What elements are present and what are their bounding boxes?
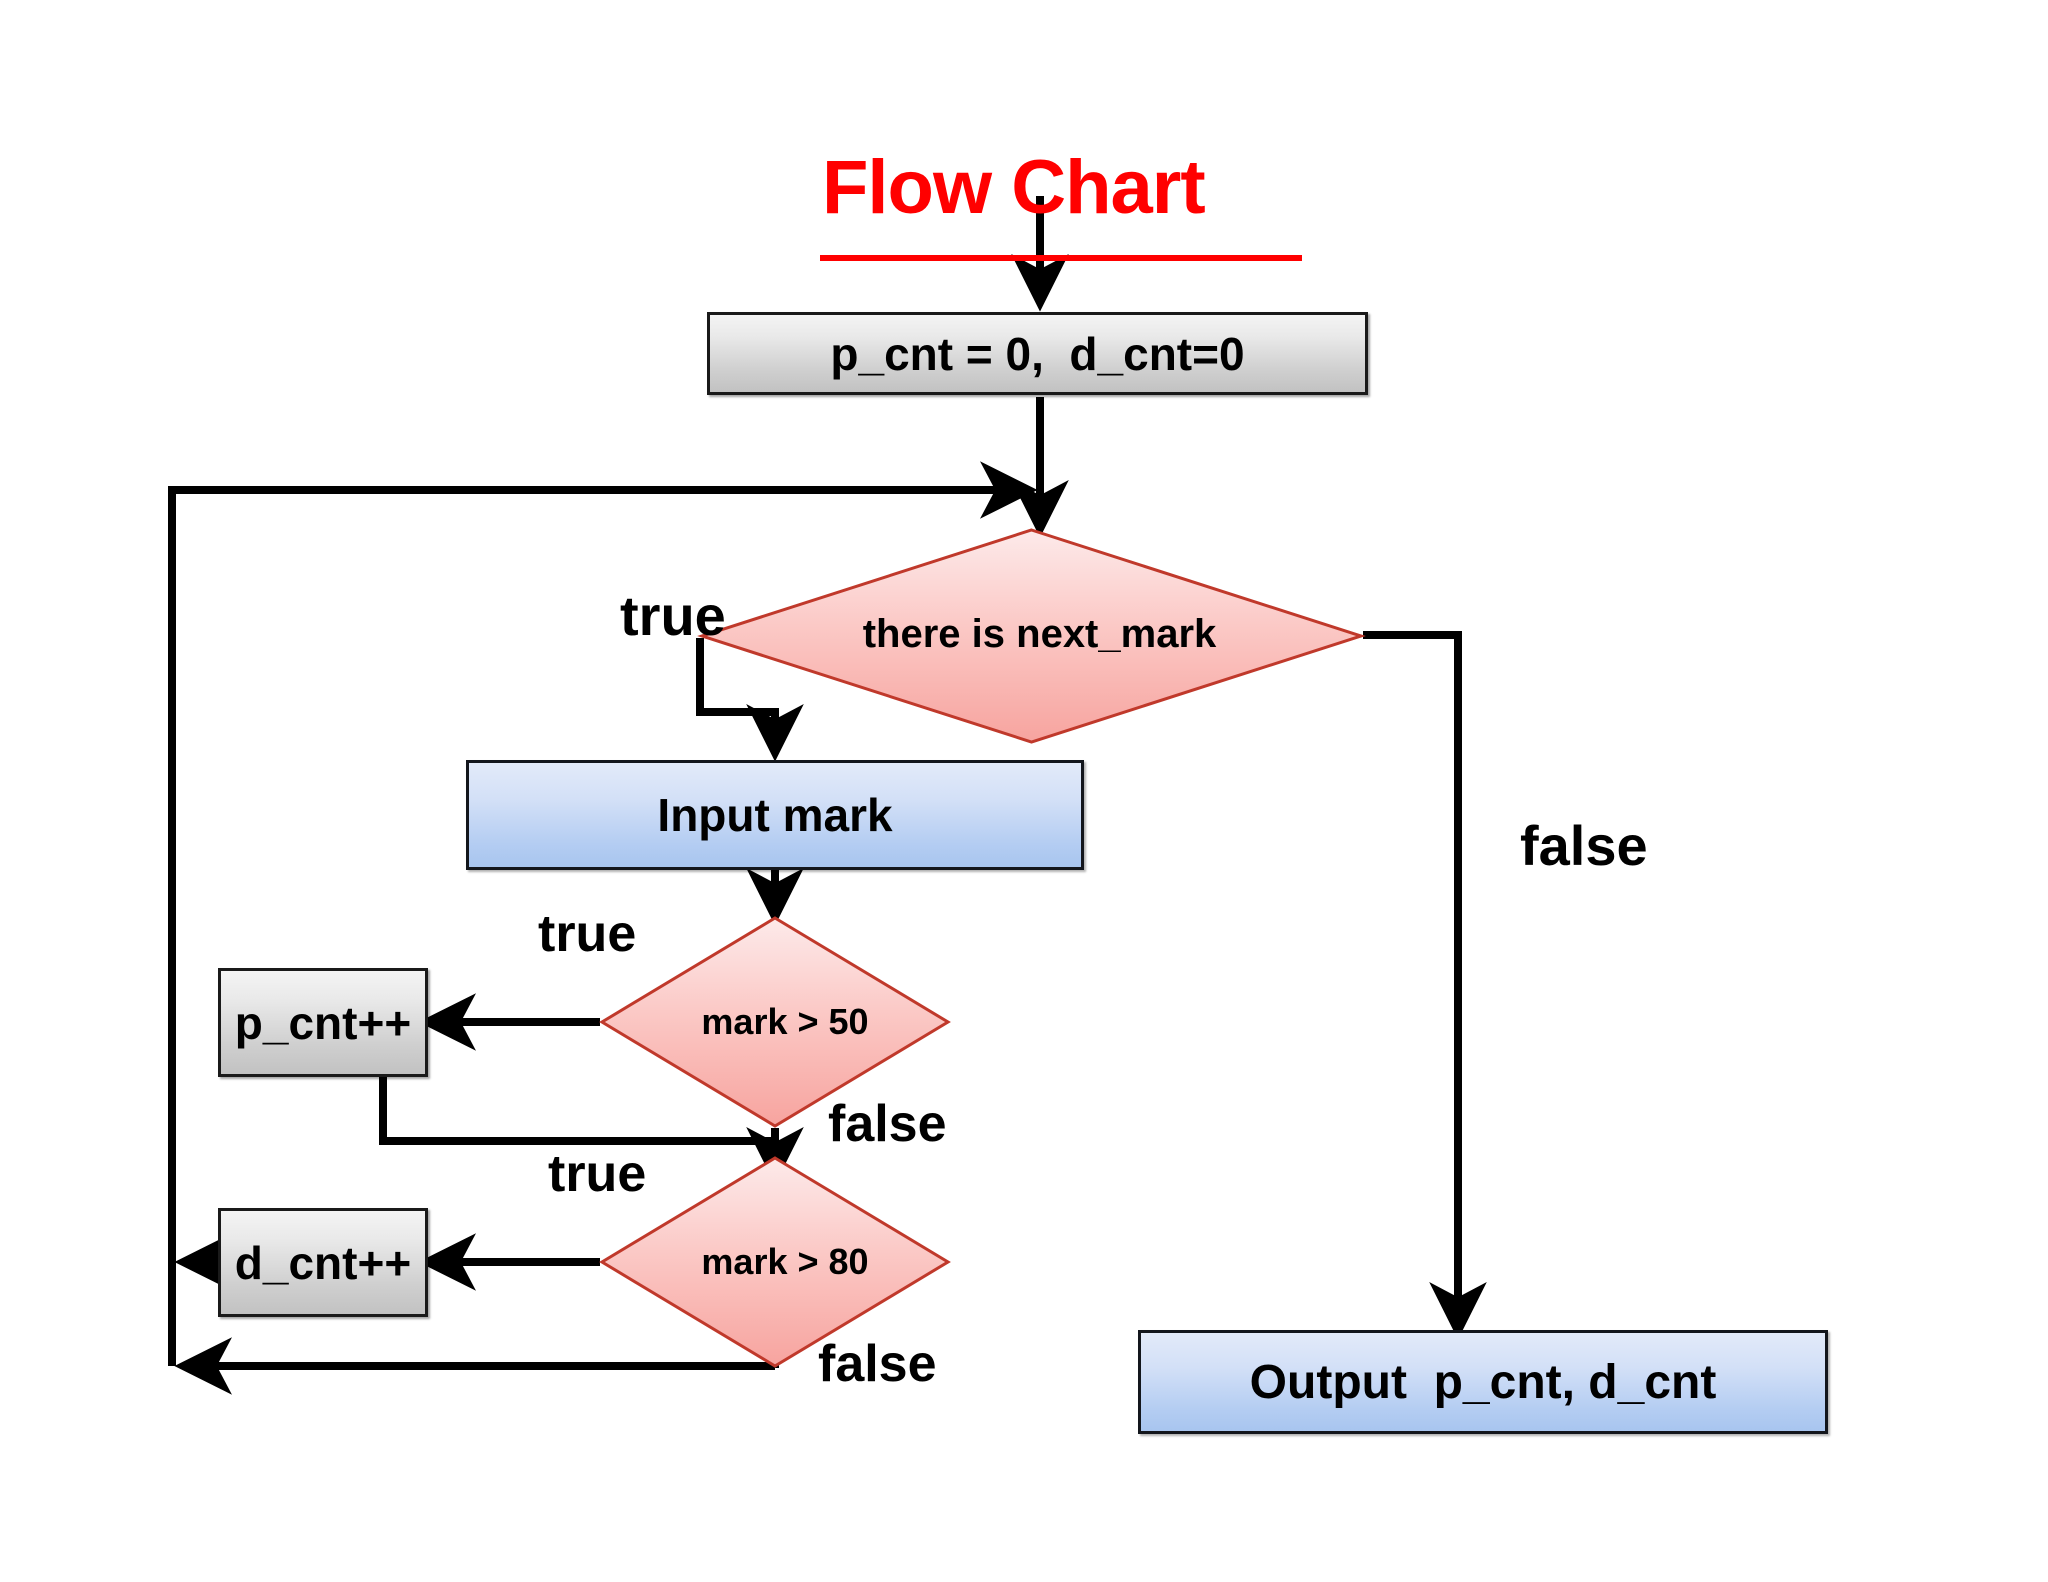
edge-label-mark50-true: true xyxy=(538,905,637,963)
edge-hasnext-false xyxy=(1363,631,1487,1340)
page-title: Flow Chart xyxy=(822,145,1206,230)
node-init-label: p_cnt = 0, d_cnt=0 xyxy=(830,327,1245,380)
edge-label-mark80-false: false xyxy=(818,1335,937,1393)
node-mark-gt-80-label: mark > 80 xyxy=(701,1241,869,1282)
edge-label-hasnext-false: false xyxy=(1520,814,1648,877)
node-input-mark[interactable]: Input mark xyxy=(466,760,1084,870)
mark-gt-50-diamond-shape xyxy=(599,916,951,1128)
node-mark-gt-80[interactable]: mark > 80 xyxy=(599,1156,951,1368)
mark-gt-80-diamond-shape xyxy=(599,1156,951,1368)
node-input-mark-label: Input mark xyxy=(657,789,893,841)
has-next-diamond-shape xyxy=(697,528,1366,744)
node-p-cnt-increment-label: p_cnt++ xyxy=(234,996,412,1049)
node-mark-gt-50-label: mark > 50 xyxy=(701,1001,869,1042)
node-p-cnt-increment[interactable]: p_cnt++ xyxy=(218,968,428,1077)
edge-label-mark50-false: false xyxy=(828,1095,947,1153)
node-output[interactable]: Output p_cnt, d_cnt xyxy=(1138,1330,1828,1434)
title-underline xyxy=(820,255,1302,261)
edge-label-hasnext-true: true xyxy=(620,584,726,647)
edge-label-mark80-true: true xyxy=(548,1145,647,1203)
node-init[interactable]: p_cnt = 0, d_cnt=0 xyxy=(707,312,1368,395)
node-output-label: Output p_cnt, d_cnt xyxy=(1249,1355,1717,1409)
node-d-cnt-increment-label: d_cnt++ xyxy=(234,1236,412,1289)
node-has-next-mark[interactable]: there is next_mark xyxy=(697,528,1366,744)
node-d-cnt-increment[interactable]: d_cnt++ xyxy=(218,1208,428,1317)
node-mark-gt-50[interactable]: mark > 50 xyxy=(599,916,951,1128)
node-has-next-mark-label: there is next_mark xyxy=(862,611,1217,656)
